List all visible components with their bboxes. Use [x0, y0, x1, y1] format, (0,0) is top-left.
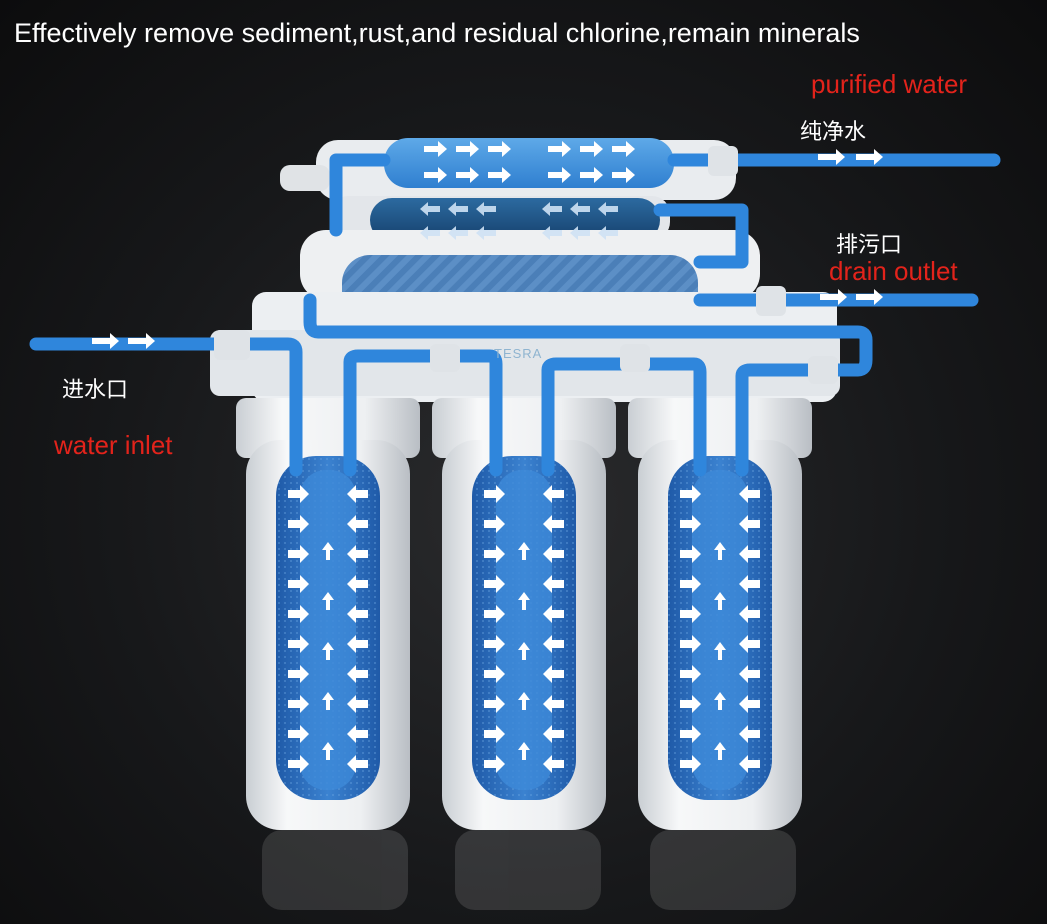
inflow-arrow-icon [484, 725, 505, 743]
inflow-arrow-icon [680, 515, 701, 533]
up-arrow-icon [322, 542, 726, 760]
inflow-arrow-icon [347, 725, 368, 743]
inflow-arrow-icon [347, 695, 368, 713]
inflow-arrow-icon [739, 665, 760, 683]
inflow-arrow-icon [543, 665, 564, 683]
inflow-arrow-icon [680, 605, 701, 623]
inflow-arrow-icon [680, 665, 701, 683]
inflow-arrow-icon [347, 605, 368, 623]
inlet-pipe [29, 337, 303, 477]
inflow-arrow-icon [288, 665, 309, 683]
up-arrow-icon [518, 542, 530, 560]
inflow-arrow-icon [739, 545, 760, 563]
water-inlet-cn-label: 进水口 [62, 378, 129, 403]
water-inlet-label: water inlet [54, 430, 173, 460]
inflow-arrow-icon [347, 575, 368, 593]
inflow-arrow-icon [739, 485, 760, 503]
inflow-arrow-icon [288, 635, 309, 653]
pipe-fittings [214, 146, 838, 384]
inflow-arrow-icon [543, 485, 564, 503]
inflow-arrow-icon [543, 725, 564, 743]
purified-water-label: purified water [811, 69, 968, 99]
inflow-arrow-icon [739, 725, 760, 743]
purified-water-cn-label: 纯净水 [800, 120, 867, 145]
drain-outlet-cn-label: 排污口 [836, 233, 903, 258]
inflow-arrow-icon [739, 755, 760, 773]
inflow-arrow-icon [484, 545, 505, 563]
inflow-arrow-icon [484, 515, 505, 533]
filter-housing-1 [236, 398, 420, 830]
flow-arrow-icon [288, 485, 760, 773]
up-arrow-icon [322, 642, 334, 660]
up-arrow-icon [518, 592, 530, 610]
inflow-arrow-icon [680, 725, 701, 743]
up-arrow-icon [322, 592, 334, 610]
inflow-arrow-icon [739, 635, 760, 653]
inflow-arrow-icon [739, 695, 760, 713]
inflow-arrow-icon [347, 635, 368, 653]
inflow-arrow-icon [347, 515, 368, 533]
inflow-arrow-icon [543, 695, 564, 713]
inflow-arrow-icon [543, 755, 564, 773]
inflow-arrow-icon [484, 755, 505, 773]
inflow-arrow-icon [347, 485, 368, 503]
inflow-arrow-icon [739, 605, 760, 623]
filter-housing-2 [432, 398, 616, 830]
inflow-arrow-icon [288, 485, 309, 503]
up-arrow-icon [714, 542, 726, 560]
inflow-arrow-icon [484, 575, 505, 593]
up-arrow-icon [518, 742, 530, 760]
inflow-arrow-icon [484, 665, 505, 683]
inflow-arrow-icon [484, 485, 505, 503]
up-arrow-icon [322, 742, 334, 760]
up-arrow-icon [322, 692, 334, 710]
up-arrow-icon [714, 592, 726, 610]
inflow-arrow-icon [288, 755, 309, 773]
brand-logo: TESRA [494, 346, 543, 361]
inflow-arrow-icon [680, 755, 701, 773]
inflow-arrow-icon [543, 515, 564, 533]
flow-arrow-icon [92, 141, 883, 349]
floor-reflection [262, 830, 796, 910]
inflow-arrow-icon [288, 605, 309, 623]
inflow-arrow-icon [288, 515, 309, 533]
inflow-arrow-icon [680, 485, 701, 503]
inflow-arrow-icon [484, 635, 505, 653]
up-arrow-icon [518, 692, 530, 710]
inflow-arrow-icon [543, 605, 564, 623]
inflow-arrow-icon [484, 605, 505, 623]
filter-housing-3 [628, 398, 812, 830]
headline: Effectively remove sediment,rust,and res… [14, 18, 860, 48]
up-arrow-icon [322, 542, 334, 560]
inflow-arrow-icon [288, 545, 309, 563]
inflow-arrow-icon [288, 725, 309, 743]
up-arrow-icon [518, 642, 530, 660]
inflow-arrow-icon [739, 575, 760, 593]
inflow-arrow-icon [484, 695, 505, 713]
up-arrow-icon [714, 692, 726, 710]
inflow-arrow-icon [543, 635, 564, 653]
flow-arrow-icon [420, 202, 618, 240]
inflow-arrow-icon [543, 575, 564, 593]
inflow-arrow-icon [543, 545, 564, 563]
inflow-arrow-icon [680, 575, 701, 593]
inflow-arrow-icon [680, 635, 701, 653]
inflow-arrow-icon [347, 665, 368, 683]
inflow-arrow-icon [680, 695, 701, 713]
inflow-arrow-icon [347, 755, 368, 773]
inflow-arrow-icon [739, 515, 760, 533]
drain-outlet-label: drain outlet [829, 256, 958, 286]
up-arrow-icon [714, 742, 726, 760]
up-arrow-icon [714, 642, 726, 660]
inflow-arrow-icon [288, 695, 309, 713]
inflow-arrow-icon [347, 545, 368, 563]
inflow-arrow-icon [288, 575, 309, 593]
inflow-arrow-icon [680, 545, 701, 563]
